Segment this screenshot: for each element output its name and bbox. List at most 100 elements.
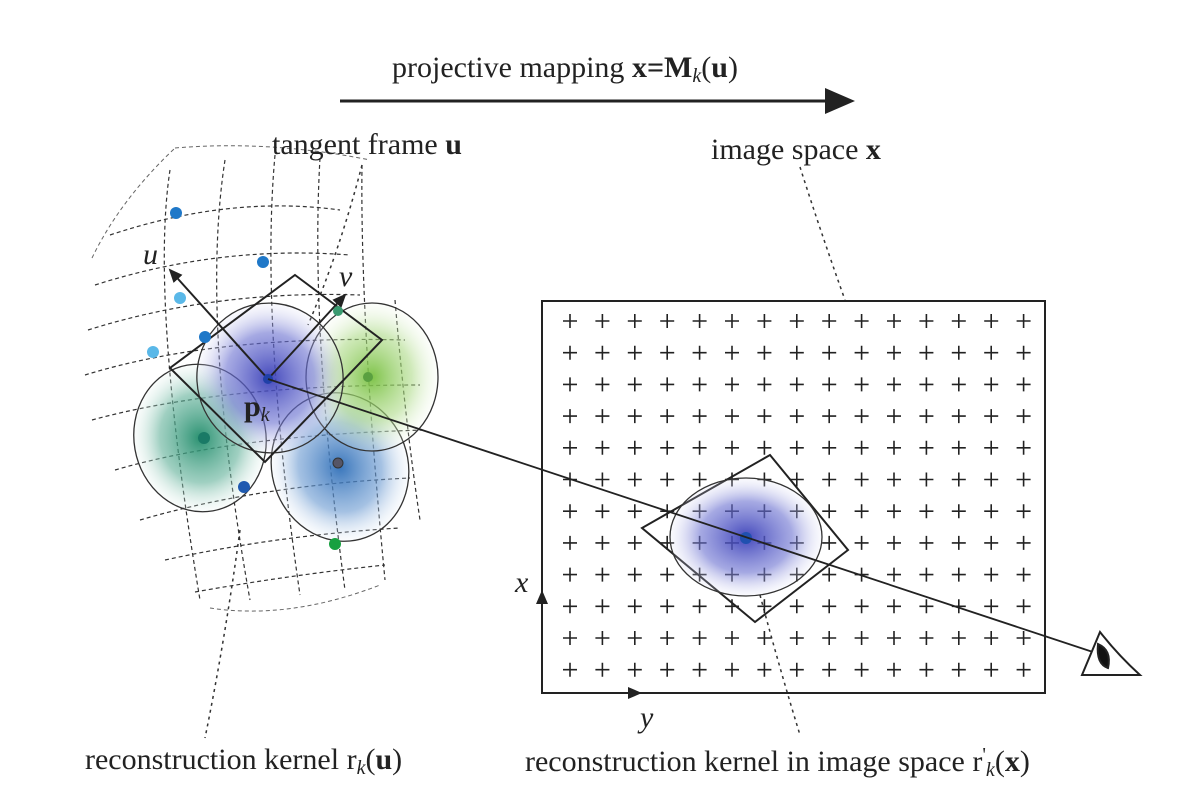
pixel-marker [595,314,610,328]
pixel-marker [595,599,610,614]
pixel-marker [1016,567,1031,582]
pixel-marker [951,567,966,582]
pixel-marker [757,345,772,360]
pixel-marker [789,662,804,677]
pixel-marker [1016,599,1031,614]
pixel-marker [1016,345,1031,360]
pixel-marker [660,314,675,328]
pixel-marker [563,377,577,392]
tangent-frame-square [168,273,384,464]
pixel-marker [822,662,837,677]
pixel-marker [725,377,739,392]
pixel-marker [984,345,999,360]
pixel-marker [984,599,999,614]
pixel-marker [887,599,901,614]
leader-lines [204,164,846,739]
pixel-marker [563,535,577,550]
pixel-marker [789,440,804,455]
pixel-marker [757,599,772,614]
tangent-frame-label: tangent frame u [272,128,462,161]
pixel-marker [951,377,966,392]
pixel-marker [595,662,610,677]
pixel-marker [984,504,999,519]
pixel-marker [692,314,707,328]
pixel-marker [757,440,772,455]
pixel-marker [789,599,804,614]
pixel-marker [1016,535,1031,550]
pixel-marker [692,345,707,360]
pixel-marker [789,377,804,392]
pixel-marker [951,662,966,677]
pixel-marker [692,440,707,455]
pixel-marker [692,631,707,645]
pixel-marker [919,472,934,487]
pixel-marker [822,599,837,614]
pixel-marker [951,314,966,328]
pixel-marker [984,535,999,550]
pixel-marker [595,440,610,455]
pixel-marker [887,377,901,392]
pixel-marker [627,472,642,487]
pixel-marker [854,631,869,645]
pixel-marker [951,345,966,360]
axis-v-label: v [339,260,353,293]
pixel-marker [822,377,837,392]
pixel-marker [595,504,610,519]
pixel-marker [789,472,804,487]
pixel-marker [822,345,837,360]
pixel-marker [854,440,869,455]
pixel-marker [563,504,577,519]
pixel-marker [919,567,934,582]
pixel-marker [789,631,804,645]
pixel-marker [660,567,675,582]
pixel-marker [951,631,966,645]
pixel-marker [757,631,772,645]
pixel-marker [822,631,837,645]
pixel-marker [919,504,934,519]
pixel-marker [789,345,804,360]
pixel-marker [854,599,869,614]
pixel-marker [627,631,642,645]
pixel-marker [595,377,610,392]
pixel-marker [789,409,804,424]
pixel-marker [887,567,901,582]
image-kernel-label: reconstruction kernel in image space r'k… [525,744,1030,781]
pixel-marker [1016,314,1031,328]
pixel-marker [757,314,772,328]
pixel-marker [887,472,901,487]
pixel-marker [725,345,739,360]
pixel-marker [984,662,999,677]
image-axes [536,590,642,699]
projective-mapping-label: projective mapping x=Mk(u) [392,51,738,87]
pixel-marker [887,535,901,550]
pixel-marker [627,409,642,424]
pixel-marker [854,377,869,392]
pixel-marker [660,631,675,645]
pixel-marker [822,440,837,455]
pixel-marker [919,377,934,392]
pixel-marker [822,504,837,519]
pixel-marker [692,599,707,614]
pixel-marker [887,314,901,328]
projective-mapping-arrow [340,88,855,114]
pixel-marker [887,504,901,519]
pixel-marker [887,440,901,455]
pixel-marker [984,567,999,582]
eye-icon [1080,630,1143,676]
pixel-marker [919,409,934,424]
pixel-marker [919,662,934,677]
axis-u-label: u [143,238,158,271]
pixel-marker [692,409,707,424]
axis-x-label: x [515,566,529,599]
pixel-grid [563,314,1031,677]
pixel-marker [822,314,837,328]
pixel-marker [627,662,642,677]
pixel-marker [563,409,577,424]
pixel-marker [887,662,901,677]
pixel-marker [627,314,642,328]
pixel-marker [627,504,642,519]
pixel-marker [984,409,999,424]
pixel-marker [692,377,707,392]
pixel-marker [984,377,999,392]
pixel-marker [692,662,707,677]
